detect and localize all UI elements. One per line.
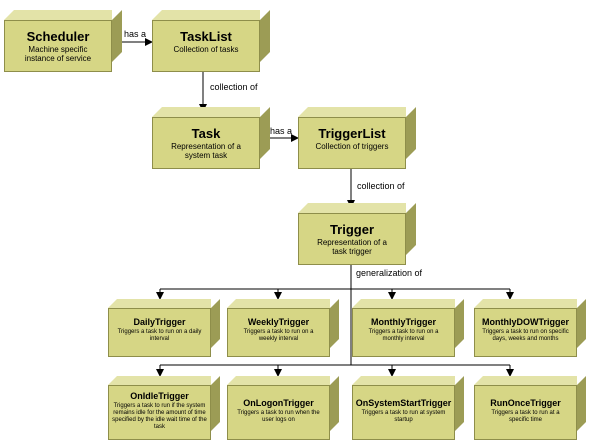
node-title: TriggerList (318, 126, 386, 141)
node-title: OnLogonTrigger (243, 398, 314, 408)
node-title: TaskList (180, 29, 232, 44)
node-triggerlist: TriggerList Collection of triggers (298, 107, 416, 169)
node-description: Machine specific instance of service (24, 45, 92, 64)
node-description: Triggers a task to run on specific days,… (482, 329, 569, 342)
node-monthlydow-trigger: MonthlyDOWTrigger Triggers a task to run… (474, 299, 586, 357)
edge-label-tasklist-task: collection of (210, 82, 258, 92)
node-title: RunOnceTrigger (490, 398, 561, 408)
node-description: Triggers a task to run when the user log… (237, 410, 320, 423)
node-tasklist: TaskList Collection of tasks (152, 10, 270, 72)
node-description: Triggers a task to run at a specific tim… (491, 410, 560, 423)
node-description: Triggers a task to run on a monthly inte… (368, 329, 439, 342)
edge-label-task-triggerlist: has a (270, 126, 293, 136)
node-description: Triggers a task to run if the system rem… (112, 403, 207, 430)
node-title: OnSystemStartTrigger (355, 398, 452, 408)
node-daily-trigger: DailyTrigger Triggers a task to run on a… (108, 299, 220, 357)
node-title: Task (191, 126, 221, 141)
node-trigger: Trigger Representation of a task trigger (298, 203, 416, 265)
node-onsystemstart-trigger: OnSystemStartTrigger Triggers a task to … (352, 376, 464, 440)
node-description: Triggers a task to run at system startup (361, 410, 446, 423)
node-description: Collection of tasks (173, 45, 239, 54)
node-description: Triggers a task to run on a weekly inter… (243, 329, 314, 342)
node-runonce-trigger: RunOnceTrigger Triggers a task to run at… (474, 376, 586, 440)
node-scheduler: Scheduler Machine specific instance of s… (4, 10, 122, 72)
node-title: MonthlyDOWTrigger (482, 317, 569, 327)
node-weekly-trigger: WeeklyTrigger Triggers a task to run on … (227, 299, 339, 357)
node-title: MonthlyTrigger (371, 317, 436, 327)
node-task: Task Representation of a system task (152, 107, 270, 169)
generalization-tree (156, 258, 514, 377)
node-title: OnIdleTrigger (130, 391, 189, 401)
node-onidle-trigger: OnIdleTrigger Triggers a task to run if … (108, 376, 220, 440)
edge-label-triggerlist-trigger: collection of (357, 181, 405, 191)
node-description: Collection of triggers (315, 142, 389, 151)
edge-label-generalization: generalization of (356, 268, 423, 278)
edge-label-scheduler-tasklist: has a (124, 29, 147, 39)
node-title: DailyTrigger (133, 317, 186, 327)
node-description: Representation of a system task (171, 142, 241, 161)
node-title: Scheduler (26, 29, 90, 44)
node-title: Trigger (329, 222, 375, 237)
node-title: WeeklyTrigger (247, 317, 310, 327)
node-description: Triggers a task to run on a daily interv… (117, 329, 202, 342)
node-description: Representation of a task trigger (317, 238, 387, 257)
node-onlogon-trigger: OnLogonTrigger Triggers a task to run wh… (227, 376, 339, 440)
node-monthly-trigger: MonthlyTrigger Triggers a task to run on… (352, 299, 464, 357)
